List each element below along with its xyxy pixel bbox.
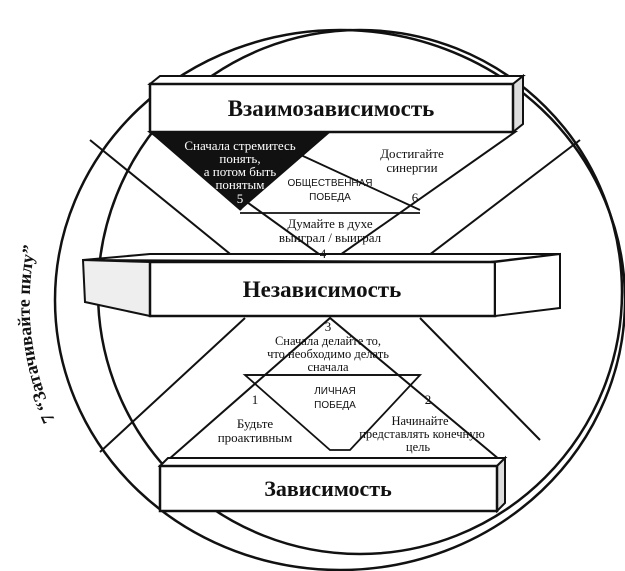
interdependence-bar-side <box>512 73 524 135</box>
dependence-bar <box>158 464 499 513</box>
habit-5-line-3: а потом быть <box>204 164 277 179</box>
habit-1-line-1: Будьте <box>237 416 274 431</box>
habit-3-line-2: что необходимо делать <box>267 347 389 361</box>
habit-7-label: 7 “Затачивайте пилу” <box>14 243 59 426</box>
public-victory-line-2: ПОБЕДА <box>309 192 351 203</box>
level-interdependence: Взаимозависимость <box>228 96 435 121</box>
habit-4-line-2: выиграл / выиграл <box>279 230 382 245</box>
independence-bar-right-side <box>494 252 561 318</box>
habit-1-line-2: проактивным <box>218 430 293 445</box>
public-divider-right <box>289 149 421 211</box>
habit-5-line-1: Сначала стремитесь <box>184 138 295 153</box>
level-independence: Независимость <box>243 277 402 302</box>
habit-6-number: 6 <box>412 190 419 205</box>
habit-5-number: 5 <box>237 191 244 206</box>
habit-3-number: 3 <box>325 319 332 334</box>
interdependence-bar <box>148 82 515 134</box>
habit-2-number: 2 <box>425 392 432 407</box>
diagonal-lower-left <box>99 317 246 453</box>
habit-2-line-2: представлять конечную <box>359 427 485 441</box>
habit-4-line-1: Думайте в духе <box>287 216 372 231</box>
private-victory-line-2: ПОБЕДА <box>314 400 356 411</box>
private-victory-line-1: ЛИЧНАЯ <box>314 386 356 397</box>
level-dependence: Зависимость <box>264 476 392 501</box>
habit-5-line-2: понять, <box>219 151 260 166</box>
habit-6-line-1: Достигайте <box>380 146 444 161</box>
habit-4-number: 4 <box>320 246 327 261</box>
habit-7-textpath: 7 “Затачивайте пилу” <box>14 243 59 426</box>
habit-2-line-3: цель <box>406 440 430 454</box>
habit-5-line-4: понятым <box>215 177 264 192</box>
habit-6-line-2: синергии <box>386 160 437 175</box>
habit-2-line-1: Начинайте <box>392 414 449 428</box>
habit-3-line-1: Сначала делайте то, <box>275 334 381 348</box>
diagonal-lower-right <box>419 317 541 441</box>
diagonal-upper-right <box>419 139 581 263</box>
independence-bar-side <box>81 258 151 318</box>
public-divider-left <box>239 149 291 211</box>
public-victory-line-1: ОБЩЕСТВЕННАЯ <box>287 178 372 189</box>
habit-1-number: 1 <box>252 392 259 407</box>
habit-3-line-3: сначала <box>307 360 348 374</box>
diagonal-upper-left <box>89 139 241 263</box>
